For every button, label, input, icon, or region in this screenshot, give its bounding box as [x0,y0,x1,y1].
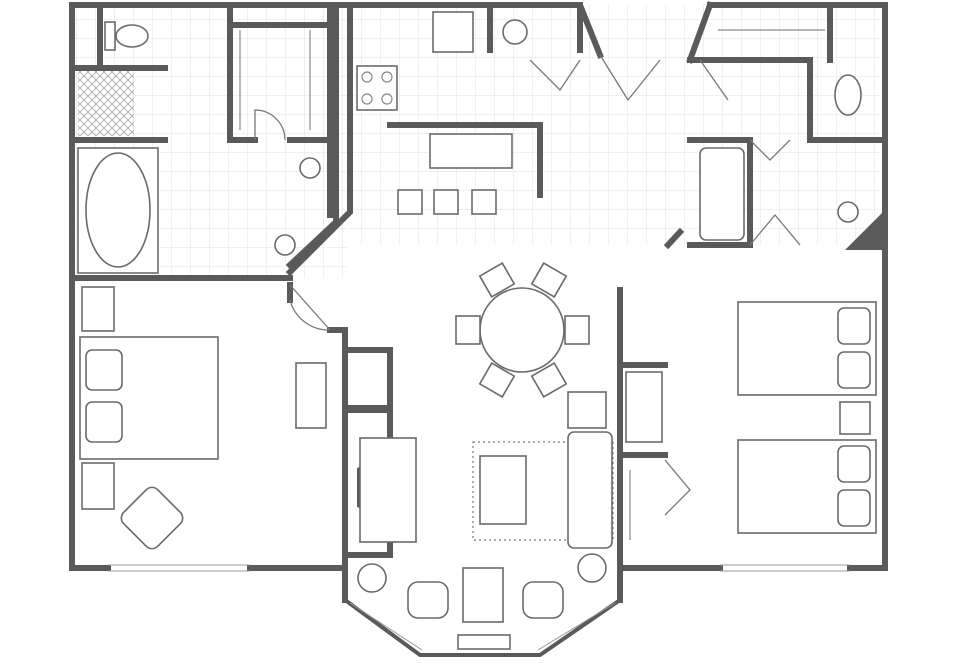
walls [69,1,888,657]
fireplace-hearth [359,437,417,543]
living-room [295,362,614,650]
toilet-tank [104,21,116,51]
windows [108,564,850,651]
doors [254,54,801,516]
dining-table [479,287,565,373]
armchair-icon [522,581,564,619]
bar-stool [397,189,423,215]
sink-icon [837,201,859,223]
stove-icon [356,65,398,111]
dining-chair [478,262,516,298]
second-bedroom [625,301,877,540]
bay-fireplace [457,634,511,650]
end-table [567,391,607,429]
armchair-icon [407,581,449,619]
closet-door-right[interactable] [664,459,691,516]
lamp-table [577,553,607,583]
dining-set [455,262,590,398]
kitchen-fixtures [356,11,528,215]
dining-chair [530,362,568,398]
nightstand [839,401,871,435]
armchair-icon [120,486,184,550]
area-rug [472,441,614,541]
pillow [837,307,871,345]
dining-chair [455,315,481,345]
closet-fill [845,212,883,250]
entry-door[interactable] [599,54,729,102]
pillow [837,351,871,389]
master-bath-fixtures [77,21,321,274]
dining-chair [530,262,568,298]
lamp-table [357,563,387,593]
bar-stool [433,189,459,215]
pillow [837,445,871,483]
sink-icon [299,157,321,179]
sink-icon [274,234,296,256]
dresser [625,371,663,443]
toilet-icon [115,24,149,48]
pillow [85,349,123,391]
bathtub-icon [85,152,151,268]
water-heater-icon [502,19,528,45]
master-bedroom [79,286,219,550]
dining-chair [478,362,516,398]
sofa-icon [567,431,613,549]
shower-floor [78,70,134,136]
tv-console [295,362,327,429]
dining-chair [564,315,590,345]
closet-rod [239,30,311,130]
nightstand [81,462,115,510]
pillow [85,401,123,443]
nightstand [81,286,115,332]
pillow [837,489,871,527]
right-bath-fixtures [699,29,862,241]
toilet-icon [834,74,862,116]
closet-door[interactable] [254,109,286,141]
coffee-table [479,455,527,525]
sink-icon [429,133,513,169]
refrigerator-icon [432,11,474,53]
bar-stool [471,189,497,215]
bedroom-door-left[interactable] [289,284,331,331]
bathtub-icon [699,147,745,241]
bath-door-right[interactable] [749,139,801,246]
pantry-door[interactable] [529,59,581,92]
side-table [462,567,504,623]
